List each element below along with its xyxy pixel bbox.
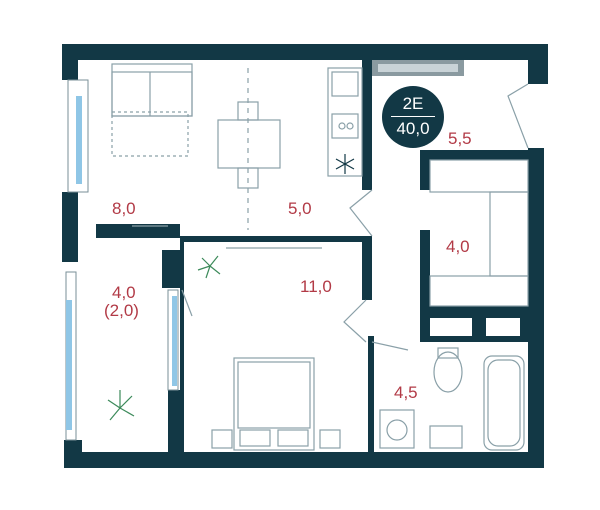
wall-bedroom-left (180, 236, 184, 456)
wall-bedroom-top (180, 236, 366, 242)
wall-bathroom-left (368, 336, 374, 456)
area-label-bathroom: 4,5 (394, 383, 418, 402)
wall-wardrobe-left-top (420, 150, 430, 190)
area-label-dining: 5,0 (288, 199, 312, 218)
toilet (433, 351, 463, 393)
wall-top (62, 44, 548, 60)
area-label-balcony-sub: (2,0) (104, 301, 139, 320)
badge-divider (391, 116, 435, 117)
apartment-badge: 2E 40,0 (382, 86, 444, 148)
wall-wardrobe-left (420, 230, 430, 310)
wall-left-top (62, 44, 78, 80)
wardrobe-rail (489, 191, 529, 277)
window-balcony (66, 300, 72, 430)
wash-basin (429, 425, 463, 449)
bathtub (483, 355, 525, 451)
stove (331, 113, 359, 139)
plant-icon (197, 255, 221, 279)
wall-wardrobe-top (420, 150, 528, 160)
sofa-extended (111, 111, 189, 157)
wall-left-mid (62, 192, 78, 262)
wall-top-right (528, 44, 548, 84)
plant-icon-balcony (107, 390, 135, 421)
door-balcony (181, 289, 193, 317)
wardrobe-top (429, 159, 529, 193)
area-label-kitchen-living: 8,0 (112, 199, 136, 218)
apartment-type: 2E (402, 94, 424, 113)
wall-bedroom-right (362, 236, 372, 300)
bath-shaft-2 (486, 318, 520, 336)
furniture (111, 63, 529, 451)
area-label-wardrobe: 4,0 (446, 237, 470, 256)
door-kitchen (349, 189, 373, 237)
walls (62, 44, 548, 468)
wall-balcony-top (162, 250, 182, 288)
door-entrance (507, 83, 529, 149)
kitchen-counter (327, 67, 363, 177)
dining-table (217, 119, 281, 169)
snowflake-icon (335, 154, 355, 174)
nightstand-right (319, 429, 341, 449)
windows (65, 60, 464, 441)
wall-kitchen-right (362, 60, 372, 190)
apartment-total-area: 40,0 (396, 119, 430, 138)
area-label-bedroom: 11,0 (300, 277, 332, 296)
window-bedroom (172, 296, 177, 386)
wall-living-bottom (96, 224, 180, 238)
door-bedroom (343, 299, 367, 343)
wall-balcony-bottom (168, 390, 182, 456)
wardrobe-bottom (429, 275, 529, 307)
door-bathroom (371, 341, 409, 351)
window-living (76, 96, 82, 184)
wall-bottom (78, 452, 544, 468)
bath-shaft-1 (430, 318, 472, 336)
area-label-hall: 5,5 (448, 129, 472, 148)
washing-machine (379, 409, 415, 449)
wall-right (528, 148, 544, 468)
bed (233, 357, 315, 451)
area-label-balcony: 4,0 (112, 283, 136, 302)
sink (331, 71, 359, 97)
nightstand-left (211, 429, 233, 449)
wall-left-bottom (64, 440, 82, 468)
